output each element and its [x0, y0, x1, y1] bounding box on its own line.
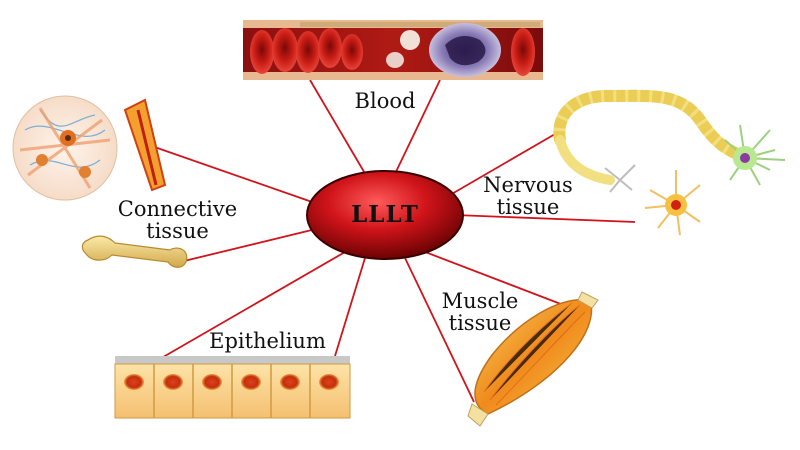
center-label: LLLT: [351, 201, 419, 228]
connective-illustration: [12, 95, 188, 268]
muscle-label: Muscle tissue: [430, 290, 530, 334]
blood-label: Blood: [354, 89, 416, 113]
nervous-label-line2: tissue: [496, 195, 560, 219]
nervous-illustration: [553, 89, 786, 236]
epithelium-label: Epithelium: [209, 329, 326, 353]
nervous-label: Nervous tissue: [478, 174, 578, 218]
muscle-illustration: [467, 291, 599, 427]
epithelium-illustration: [114, 356, 351, 419]
blood-illustration: [243, 20, 543, 80]
muscle-label-line1: Muscle: [441, 289, 519, 313]
connective-label: Connective tissue: [110, 198, 245, 242]
muscle-label-line2: tissue: [448, 311, 512, 335]
connective-label-line2: tissue: [146, 219, 209, 243]
connector-lines: [142, 79, 636, 403]
center-hub: [306, 170, 464, 260]
nervous-label-line1: Nervous: [483, 173, 573, 197]
connective-label-line1: Connective: [117, 197, 238, 221]
